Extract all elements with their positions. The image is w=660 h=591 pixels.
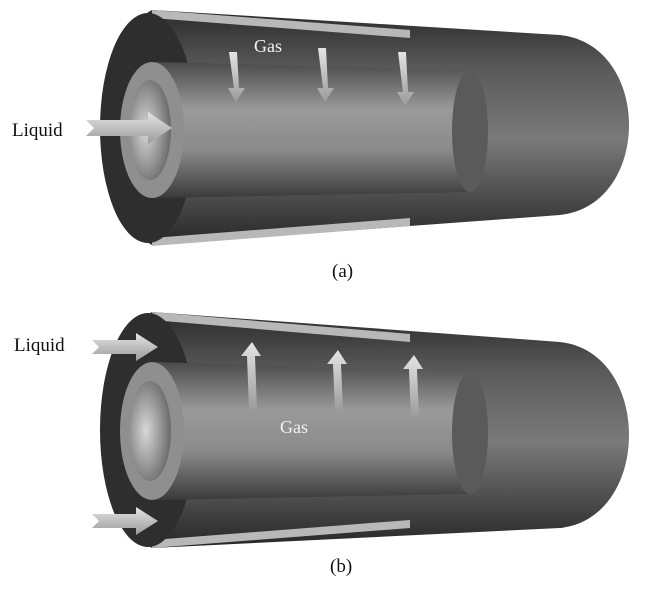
outer-rim-top: [152, 10, 410, 38]
liquid-arrow-icon: [86, 112, 172, 144]
caption-b: (b): [330, 556, 352, 577]
gas-label-b: Gas: [280, 417, 308, 437]
gas-arrow-icon: [228, 52, 245, 102]
inner-bore: [129, 381, 171, 481]
outer-rim-bottom: [152, 520, 410, 548]
outer-rim-bottom: [152, 218, 410, 246]
gas-label-a: Gas: [254, 36, 282, 56]
liquid-arrow-icon: [92, 333, 158, 361]
liquid-label-b: Liquid: [14, 335, 65, 356]
liquid-arrow-icon: [92, 507, 158, 535]
caption-a: (a): [332, 261, 353, 282]
gas-arrow-icon: [317, 48, 334, 102]
gas-arrows-a: [228, 48, 414, 106]
gas-arrow-icon: [403, 355, 423, 418]
outer-rim-top: [152, 312, 410, 342]
inner-tube-end: [452, 372, 488, 494]
panel-a: Liquid Gas (a): [12, 10, 629, 282]
inner-tube: [155, 362, 470, 500]
liquid-label-a: Liquid: [12, 120, 63, 141]
gas-arrow-icon: [327, 350, 347, 412]
gas-arrow-icon: [241, 342, 261, 410]
panel-b: Liquid Gas (b): [14, 312, 629, 577]
gas-arrow-icon: [397, 52, 414, 106]
gas-arrows-b: [241, 342, 423, 418]
inner-tube: [155, 62, 470, 198]
inner-tube-end: [452, 70, 488, 192]
